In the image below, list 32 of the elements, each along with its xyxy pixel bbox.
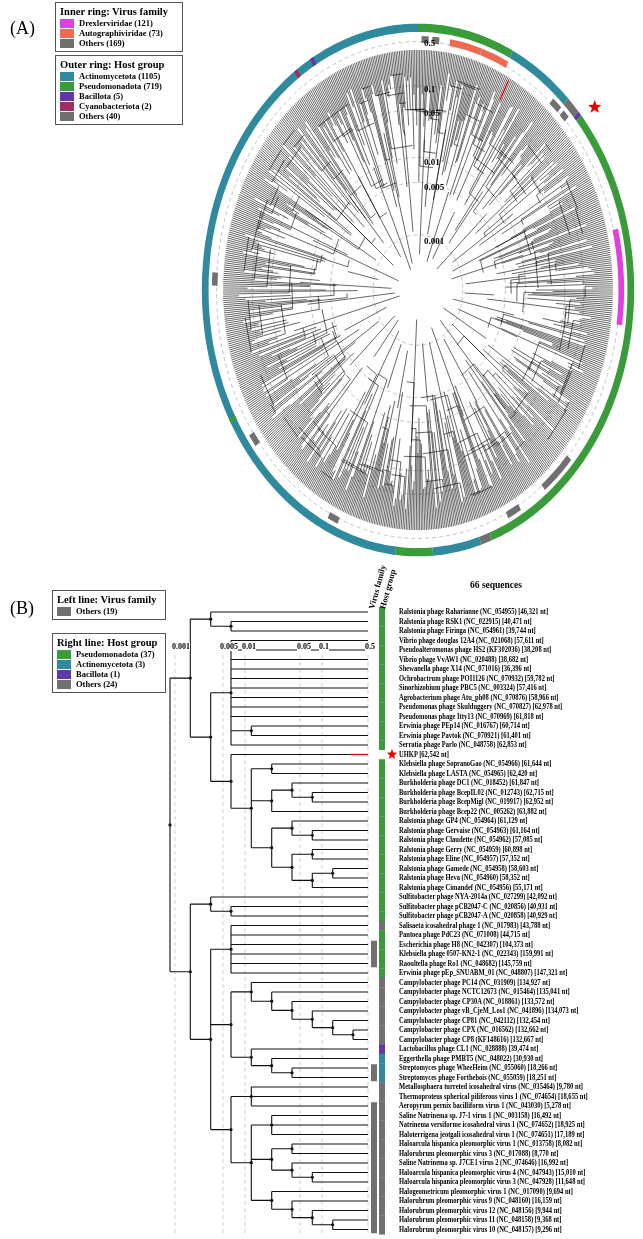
scale-label: 0.005 [424, 182, 445, 192]
scale-label: 0.1 [424, 84, 436, 94]
legend-title: Outer ring: Host group [60, 58, 166, 71]
scale-label: 0.5 [424, 38, 436, 48]
legend-label: Bacillota (5) [79, 91, 124, 101]
scale-label: 0.1 [319, 642, 329, 651]
scale-label: 0.01 [242, 642, 256, 651]
legend-title: Left line: Virus family [57, 593, 158, 606]
legend-label: Actinomycetota (3) [76, 659, 146, 669]
legend-label: Others (40) [79, 111, 121, 121]
legend-label: Cyanobacteriota (2) [79, 101, 152, 111]
legend-label: Actinomycetota (1105) [79, 71, 161, 81]
scale-label: 0.005 [220, 642, 238, 651]
legend-label: Bacillota (1) [76, 669, 121, 679]
scale-label: 0.05 [297, 642, 311, 651]
legend-title: Right line: Host group [57, 636, 159, 649]
legend-label: Drexlerviridae (121) [79, 18, 153, 28]
legend-label: Others (19) [76, 606, 118, 616]
legend-label: Others (24) [76, 679, 118, 689]
scale-label: 0.05 [424, 108, 440, 118]
panel-label: (A) [10, 18, 35, 39]
sequence-count: 66 sequences [470, 580, 522, 590]
scale-label: 0.5 [365, 642, 375, 651]
legend-title: Inner ring: Virus family [60, 5, 170, 18]
legend-label: Pseudomonadota (719) [79, 81, 162, 91]
legend-label: Others (169) [79, 38, 125, 48]
scale-label: 0.001 [424, 236, 445, 246]
scale-label: 0.001 [172, 642, 190, 651]
legend-label: Autographiviridae (73) [79, 28, 163, 38]
scale-label: 0.01 [424, 157, 440, 167]
panel-label: (B) [10, 598, 34, 619]
legend-label: Pseudomonadota (37) [76, 649, 155, 659]
